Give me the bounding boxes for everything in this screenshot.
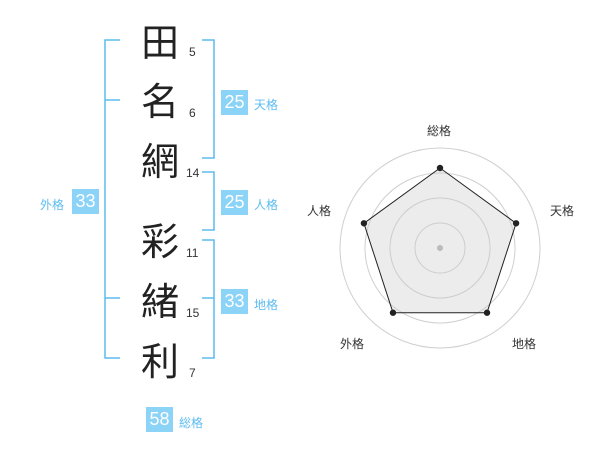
chikaku-bracket (202, 239, 215, 359)
stroke-count-5: 15 (186, 306, 200, 320)
radar-ring-1 (414, 222, 466, 274)
radar-ring-3 (364, 172, 516, 324)
radar-axis-label-chikaku: 地格 (512, 337, 537, 351)
radar-ring-4 (339, 147, 541, 349)
radar-center (437, 245, 443, 251)
name-char-4: 彩 (141, 220, 180, 264)
gaikaku-label: 外格 (40, 198, 65, 212)
radar-polygon (363, 167, 517, 314)
chikaku-value: 33 (221, 289, 248, 314)
stroke-count-3: 14 (186, 166, 200, 180)
stroke-count-6: 7 (189, 366, 196, 380)
jinkaku-value: 25 (221, 190, 248, 215)
radar-axis-label-jinkaku: 人格 (307, 204, 332, 218)
radar-ring-2 (389, 197, 491, 299)
radar-axis-label-tenkaku: 天格 (550, 204, 575, 218)
radar-point-4 (360, 220, 368, 227)
tenkaku-label: 天格 (254, 98, 279, 112)
gaikaku-value: 33 (72, 189, 99, 214)
stroke-count-4: 11 (186, 246, 199, 260)
radar-point-2 (483, 309, 491, 316)
radar-point-3 (389, 309, 397, 316)
radar-point-1 (512, 220, 520, 227)
tenkaku-bracket (202, 39, 215, 159)
name-char-5: 緒 (141, 280, 180, 324)
radar-axis-label-soukaku: 総格 (427, 124, 452, 138)
gaikaku-bracket (104, 39, 120, 359)
tenkaku-value: 25 (221, 90, 248, 115)
stroke-count-1: 5 (189, 45, 196, 59)
name-char-2: 名 (141, 80, 180, 124)
jinkaku-bracket (202, 171, 215, 231)
radar-point-0 (436, 164, 444, 172)
soukaku-value: 58 (146, 407, 173, 432)
name-char-1: 田 (141, 21, 180, 65)
soukaku-label: 総格 (179, 416, 204, 430)
radar-axis-label-gaikaku: 外格 (340, 337, 365, 351)
stroke-count-2: 6 (189, 106, 196, 120)
chikaku-label: 地格 (254, 298, 279, 312)
name-char-3: 網 (141, 140, 180, 184)
name-char-6: 利 (141, 340, 180, 384)
jinkaku-label: 人格 (254, 198, 279, 212)
